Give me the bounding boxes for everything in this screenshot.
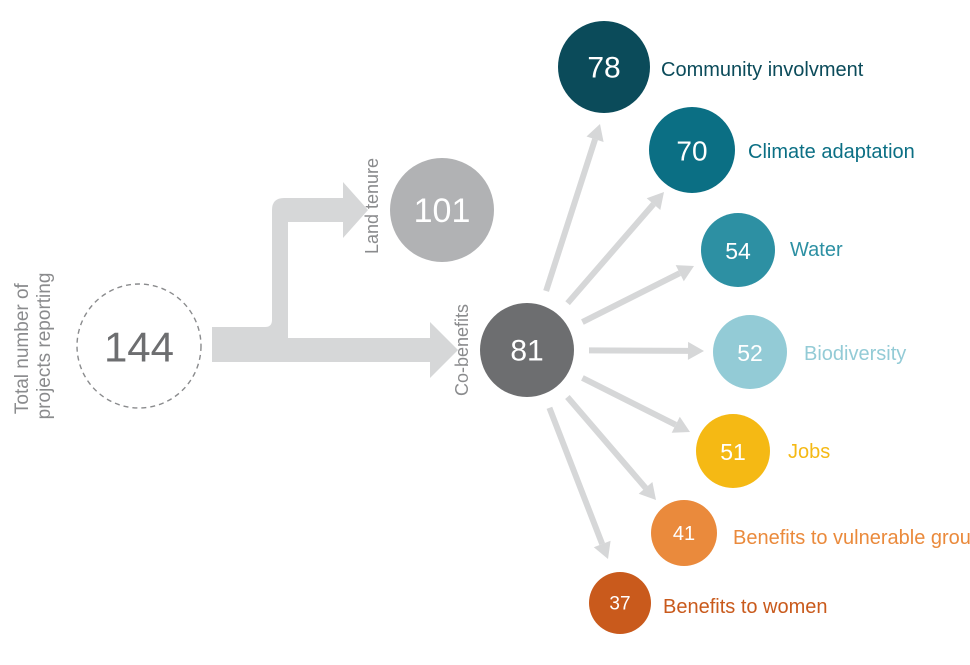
benefit-label: Jobs bbox=[788, 441, 830, 463]
benefit-value: 54 bbox=[725, 238, 751, 264]
benefit-circle bbox=[696, 414, 770, 488]
benefit-arrow-shaft bbox=[543, 138, 598, 292]
benefit-label: Benefits to women bbox=[663, 596, 828, 618]
benefit-community-involvement: 78 Community involvment bbox=[558, 21, 864, 113]
benefit-value: 51 bbox=[720, 439, 746, 465]
total-label: Total number of projects reporting bbox=[12, 273, 55, 420]
benefit-arrow-head bbox=[687, 341, 704, 360]
total-value: 144 bbox=[104, 324, 174, 371]
benefit-circle bbox=[651, 500, 717, 566]
benefit-arrow-head bbox=[586, 124, 604, 142]
total-circle bbox=[76, 283, 202, 409]
benefit-arrow-shaft bbox=[581, 270, 682, 325]
benefit-label: Water bbox=[790, 239, 843, 261]
benefit-women: 37 Benefits to women bbox=[589, 572, 828, 634]
total-label-line1: Total number of bbox=[12, 282, 33, 414]
benefit-climate-adaptation: 70 Climate adaptation bbox=[649, 107, 915, 193]
benefit-arrow-head bbox=[675, 265, 694, 282]
total-label-line2: projects reporting bbox=[34, 273, 55, 420]
benefit-label: Community involvment bbox=[661, 59, 864, 81]
total-node: 144 bbox=[76, 283, 202, 409]
benefit-circle bbox=[589, 572, 651, 634]
main-connector-arrows bbox=[212, 182, 458, 378]
co-benefits-value: 81 bbox=[510, 335, 543, 368]
benefit-label: Biodiversity bbox=[804, 343, 906, 365]
co-benefits-circle bbox=[480, 303, 574, 397]
benefit-arrow-head bbox=[593, 540, 611, 559]
benefit-circle bbox=[701, 213, 775, 287]
benefit-arrow-shaft bbox=[565, 395, 648, 490]
benefit-arrow-shaft bbox=[581, 375, 678, 428]
benefit-biodiversity: 52 Biodiversity bbox=[713, 315, 906, 389]
land-tenure-value: 101 bbox=[414, 192, 471, 230]
land-tenure-circle bbox=[390, 158, 494, 262]
benefit-arrow-shaft bbox=[565, 202, 656, 306]
arrow-to-co-benefits bbox=[212, 322, 458, 378]
benefit-value: 37 bbox=[609, 594, 630, 615]
benefit-label: Climate adaptation bbox=[748, 141, 915, 163]
benefit-arrow-shaft bbox=[588, 347, 689, 354]
benefit-jobs: 51 Jobs bbox=[696, 414, 830, 488]
benefit-value: 41 bbox=[673, 523, 695, 545]
benefit-circle bbox=[713, 315, 787, 389]
benefit-arrow-head bbox=[638, 482, 656, 500]
benefit-circle bbox=[649, 107, 735, 193]
benefit-water: 54 Water bbox=[701, 213, 843, 287]
benefit-circle bbox=[558, 21, 650, 113]
benefit-arrows bbox=[543, 124, 704, 559]
benefit-arrow-shaft bbox=[546, 406, 605, 546]
benefit-arrow-head bbox=[646, 192, 664, 210]
benefit-arrow-head bbox=[671, 416, 690, 433]
land-tenure-label: Land tenure bbox=[362, 158, 382, 254]
benefit-value: 52 bbox=[737, 340, 763, 366]
benefit-label: Benefits to vulnerable groups bbox=[733, 527, 970, 549]
benefit-vulnerable-groups: 41 Benefits to vulnerable groups bbox=[651, 500, 970, 566]
co-benefits-label: Co-benefits bbox=[452, 304, 472, 396]
benefit-value: 78 bbox=[587, 52, 620, 85]
benefit-value: 70 bbox=[676, 136, 707, 167]
arrow-to-land-tenure bbox=[212, 182, 368, 340]
